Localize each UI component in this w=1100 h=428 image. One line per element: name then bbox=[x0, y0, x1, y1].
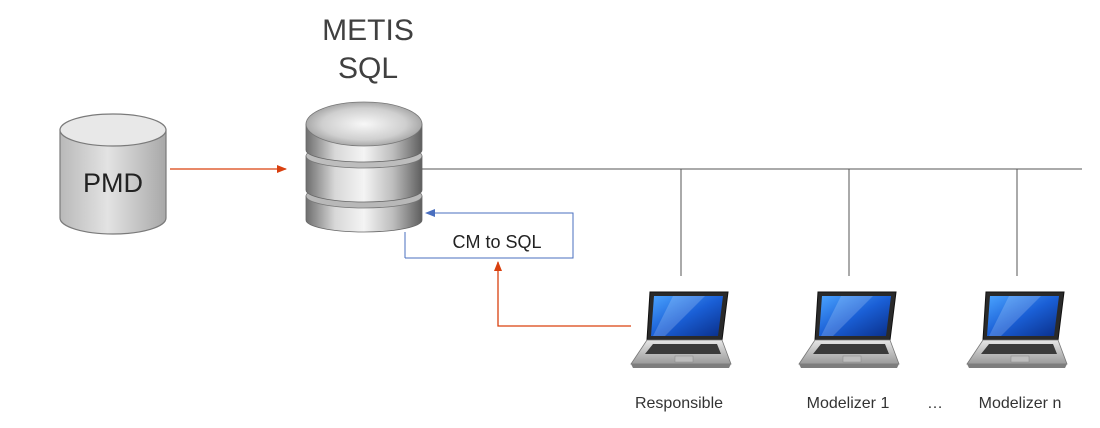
client-label-responsible: Responsible bbox=[635, 395, 723, 412]
database-title-line2: SQL bbox=[338, 52, 398, 85]
client-laptops bbox=[630, 291, 1068, 368]
responsible-to-converter-arrow bbox=[494, 261, 631, 327]
client-label-modelizer-n: Modelizer n bbox=[979, 395, 1062, 412]
network-lines bbox=[422, 168, 1082, 276]
laptop-icon-modelizer-1 bbox=[798, 291, 900, 368]
client-label-modelizer-1: Modelizer 1 bbox=[807, 395, 890, 412]
converter-box bbox=[404, 209, 574, 259]
client-ellipsis: … bbox=[927, 395, 943, 412]
converter-label: CM to SQL bbox=[452, 232, 541, 252]
laptop-icon-responsible bbox=[630, 291, 732, 368]
pmd-cylinder-icon bbox=[59, 113, 167, 235]
laptop-icon-modelizer-n bbox=[966, 291, 1068, 368]
database-server-icon bbox=[305, 101, 423, 233]
pmd-label: PMD bbox=[83, 168, 143, 198]
database-title-line1: METIS bbox=[322, 14, 414, 47]
